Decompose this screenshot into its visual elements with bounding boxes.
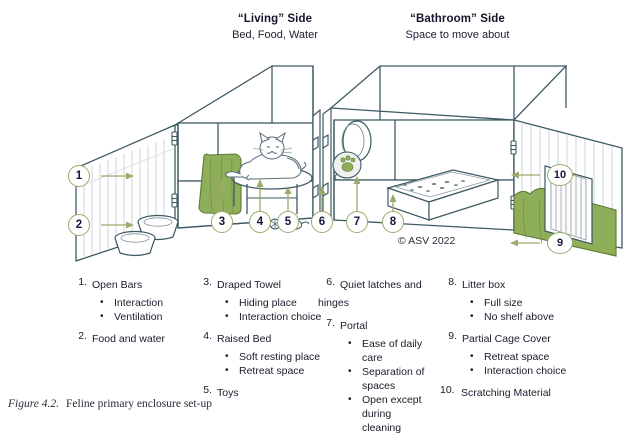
legend-item-number: 10. — [440, 384, 455, 396]
legend-item-number: 5. — [203, 384, 212, 396]
legend-column-2: 3. Draped Towel Hiding place Interaction… — [195, 275, 330, 406]
callout-1[interactable]: 1 — [68, 165, 90, 187]
legend-item-row: 4. Raised Bed — [195, 329, 330, 347]
legend-sublist: Full size No shelf above — [440, 296, 590, 324]
figure-caption-text: Feline primary enclosure set-up — [66, 398, 212, 410]
legend-item-label: Draped Towel — [217, 279, 282, 291]
legend-entry-10: 10. Scratching Material — [440, 383, 590, 401]
legend-item-number: 8. — [448, 276, 457, 288]
legend-subitem: Hiding place — [225, 296, 330, 310]
bathroom-side-title: “Bathroom” Side — [410, 13, 505, 25]
legend-sublist: Ease of daily care Separation of spaces … — [318, 337, 433, 435]
callout-4[interactable]: 4 — [249, 211, 271, 233]
legend-item-number: 9. — [448, 330, 457, 342]
quiet-latches-hinges — [312, 106, 332, 227]
legend-item-label: Litter box — [462, 279, 506, 291]
legend-column-4: 8. Litter box Full size No shelf above 9… — [440, 275, 590, 406]
legend-entry-5: 5. Toys — [195, 383, 330, 401]
water-bowl — [114, 230, 156, 257]
legend-subitem: Retreat space — [470, 350, 590, 364]
legend-item-row: 6. Quiet latches and hinges — [318, 275, 433, 311]
legend-subitem: Ventilation — [100, 310, 190, 324]
callout-3[interactable]: 3 — [211, 211, 233, 233]
legend-entry-2: 2. Food and water — [70, 329, 190, 347]
legend-subitem: No shelf above — [470, 310, 590, 324]
legend-item-label: Open Bars — [92, 279, 143, 291]
latch-hinge-left — [171, 131, 178, 208]
legend-column-3: 6. Quiet latches and hinges 7. Portal Ea… — [318, 275, 433, 440]
legend-item-label: Partial Cage Cover — [462, 333, 551, 345]
legend-item-row: 5. Toys — [195, 383, 330, 401]
bathroom-side-subtitle: Space to move about — [405, 29, 510, 41]
legend-subitem: Interaction choice — [225, 310, 330, 324]
callout-9[interactable]: 9 — [547, 232, 573, 254]
callout-7[interactable]: 7 — [346, 211, 368, 233]
callout-8[interactable]: 8 — [382, 211, 404, 233]
callout-6[interactable]: 6 — [311, 211, 333, 233]
legend-column-1: 1. Open Bars Interaction Ventilation 2. … — [70, 275, 190, 352]
enclosure-diagram — [75, 65, 623, 262]
legend-sublist: Hiding place Interaction choice — [195, 296, 330, 324]
litter-box — [385, 169, 501, 221]
copyright-notice: © ASV 2022 — [398, 235, 456, 247]
figure-caption: Figure 4.2. Feline primary enclosure set-… — [8, 398, 212, 410]
legend-subitem: Interaction choice — [470, 364, 590, 378]
legend-item-label: Food and water — [92, 333, 165, 345]
legend-item-label: Raised Bed — [217, 333, 272, 345]
legend-subitem: Full size — [470, 296, 590, 310]
legend-item-label: Toys — [217, 387, 239, 399]
legend-entry-3: 3. Draped Towel Hiding place Interaction… — [195, 275, 330, 324]
legend-entry-8: 8. Litter box Full size No shelf above — [440, 275, 590, 324]
legend-subitem: Open except during cleaning — [348, 393, 433, 435]
legend-entry-4: 4. Raised Bed Soft resting place Retreat… — [195, 329, 330, 378]
legend: 1. Open Bars Interaction Ventilation 2. … — [0, 275, 624, 434]
living-side-title: “Living” Side — [237, 13, 313, 25]
legend-item-number: 7. — [326, 317, 335, 329]
living-side-subtitle: Bed, Food, Water — [232, 29, 318, 41]
legend-item-number: 1. — [78, 276, 87, 288]
legend-item-label: Portal — [340, 320, 368, 332]
legend-subitem: Soft resting place — [225, 350, 330, 364]
legend-subitem: Ease of daily care — [348, 337, 433, 365]
legend-item-number: 4. — [203, 330, 212, 342]
paw-tag — [332, 151, 362, 181]
legend-item-row: 7. Portal — [318, 316, 433, 334]
callout-2[interactable]: 2 — [68, 214, 90, 236]
legend-item-row: 2. Food and water — [70, 329, 190, 347]
legend-subitem: Interaction — [100, 296, 190, 310]
legend-item-label: Quiet latches and hinges — [318, 279, 422, 309]
callout-10[interactable]: 10 — [547, 164, 573, 186]
legend-sublist: Soft resting place Retreat space — [195, 350, 330, 378]
legend-item-row: 3. Draped Towel — [195, 275, 330, 293]
legend-item-number: 2. — [78, 330, 87, 342]
legend-entry-9: 9. Partial Cage Cover Retreat space Inte… — [440, 329, 590, 378]
legend-sublist: Retreat space Interaction choice — [440, 350, 590, 378]
legend-entry-1: 1. Open Bars Interaction Ventilation — [70, 275, 190, 324]
legend-subitem: Retreat space — [225, 364, 330, 378]
callout-arrows — [101, 171, 540, 247]
living-compartment — [172, 65, 314, 229]
figure-number: Figure 4.2. — [8, 398, 59, 410]
legend-item-number: 3. — [203, 276, 212, 288]
callout-5[interactable]: 5 — [277, 211, 299, 233]
legend-sublist: Interaction Ventilation — [70, 296, 190, 324]
bathroom-side-header: “Bathroom” Side Space to move about — [370, 12, 545, 42]
cat — [225, 131, 307, 181]
legend-item-row: 1. Open Bars — [70, 275, 190, 293]
legend-item-label: Scratching Material — [461, 387, 551, 399]
legend-item-row: 9. Partial Cage Cover — [440, 329, 590, 347]
legend-item-row: 10. Scratching Material — [440, 383, 590, 401]
legend-item-number: 6. — [326, 276, 335, 288]
legend-subitem: Separation of spaces — [348, 365, 433, 393]
legend-item-row: 8. Litter box — [440, 275, 590, 293]
portal-door — [332, 120, 372, 181]
legend-entry-7: 7. Portal Ease of daily care Separation … — [318, 316, 433, 435]
legend-entry-6: 6. Quiet latches and hinges — [318, 275, 433, 311]
living-side-header: “Living” Side Bed, Food, Water — [195, 12, 355, 42]
